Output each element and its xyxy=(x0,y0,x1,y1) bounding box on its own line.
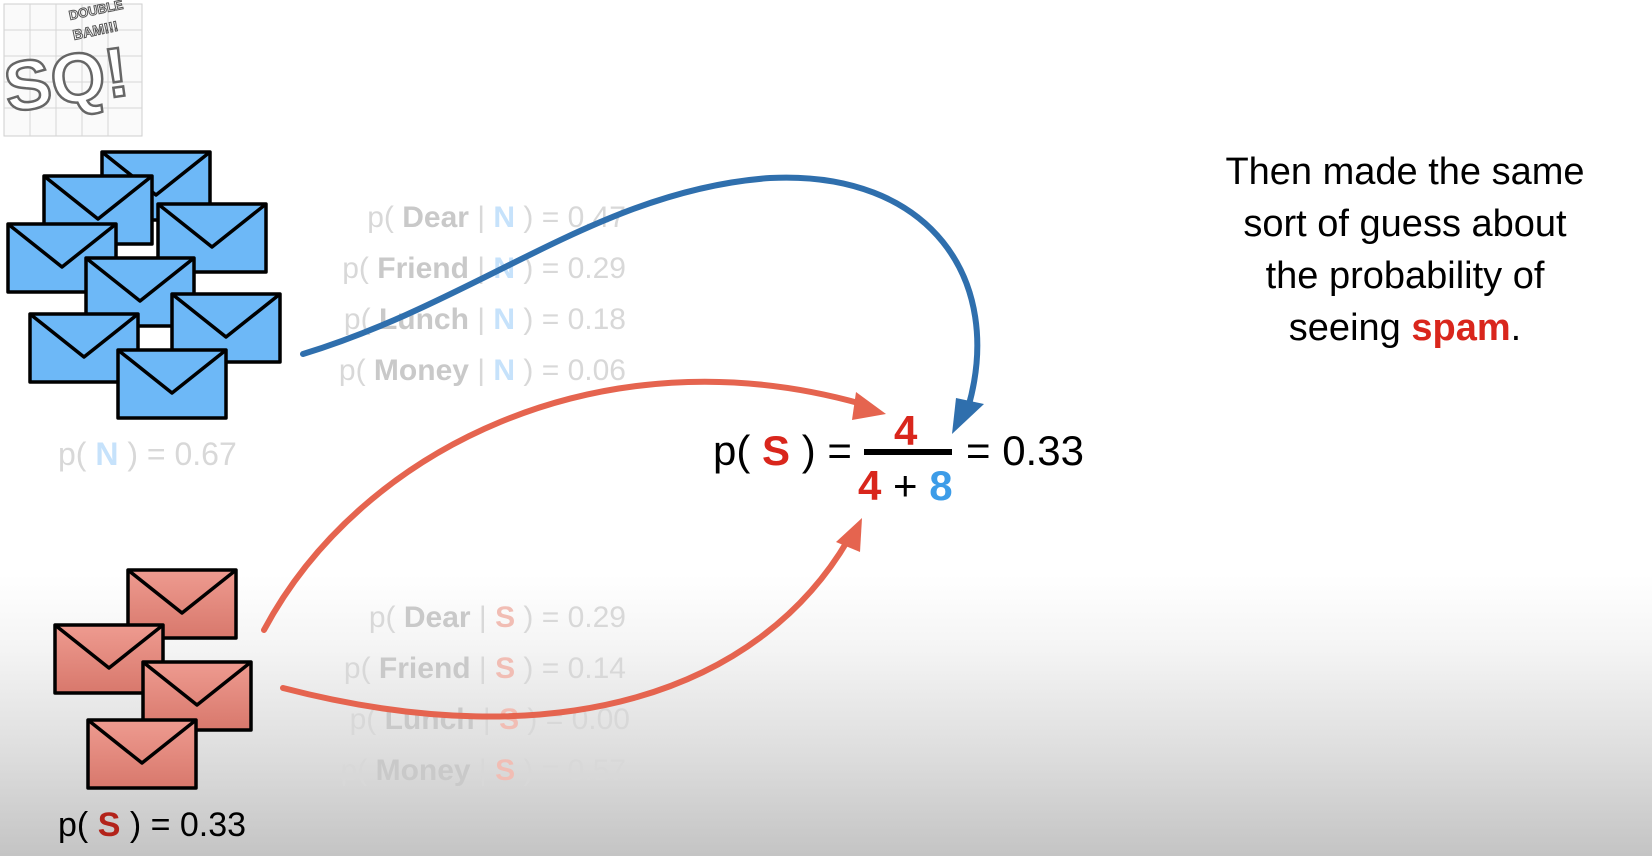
denominator-normal-count: 8 xyxy=(929,462,953,509)
likelihood-given: S xyxy=(495,754,516,787)
normal-likelihood-1: p( Friend | N ) = 0.29 xyxy=(342,252,626,285)
caption-line: sort of guess about xyxy=(1243,203,1567,245)
likelihood-given: S xyxy=(495,652,516,685)
likelihood-word: Dear xyxy=(402,201,469,234)
likelihood-prefix: p( xyxy=(343,652,379,685)
prior-spam: p( S ) = 0.33 xyxy=(58,808,246,842)
likelihood-value: ) = 0.47 xyxy=(523,201,626,234)
normal-likelihood-0: p( Dear | N ) = 0.47 xyxy=(367,201,626,234)
likelihood-prefix: p( xyxy=(368,601,404,634)
caption-line: seeing spam. xyxy=(1180,302,1630,354)
prior-suffix: ) = 0.67 xyxy=(118,436,237,472)
likelihood-word: Lunch xyxy=(378,303,469,336)
caption-line: the probability of xyxy=(1265,255,1545,297)
likelihood-prefix: p( xyxy=(349,703,385,736)
caption-spam-word: spam xyxy=(1411,307,1511,349)
likelihood-word: Lunch xyxy=(384,703,475,736)
caption-text: Then made the same sort of guess about t… xyxy=(1180,146,1630,354)
equation-lhs: p( S ) = xyxy=(713,430,852,472)
normal-likelihood-2: p( Lunch | N ) = 0.18 xyxy=(343,303,626,336)
statquest-logo: DOUBLE BAM!!! SQ! xyxy=(0,0,143,137)
prior-prefix: p( xyxy=(58,436,96,472)
envelope-icon xyxy=(116,348,228,420)
likelihood-value: ) = 0.14 xyxy=(523,652,626,685)
envelope-icon xyxy=(86,718,198,790)
likelihood-prefix: p( xyxy=(342,252,378,285)
numerator-value: 4 xyxy=(894,407,918,454)
equation-numerator: 4 xyxy=(894,410,917,452)
likelihood-given: N xyxy=(493,303,516,336)
likelihood-value: ) = 0.57 xyxy=(523,754,626,787)
spam-likelihood-2: p( Lunch | S ) = 0.00 xyxy=(349,703,630,736)
prior-normal: p( N ) = 0.67 xyxy=(58,438,237,470)
likelihood-given: N xyxy=(493,354,516,387)
likelihood-value: ) = 0.18 xyxy=(523,303,626,336)
likelihood-value: ) = 0.29 xyxy=(523,252,626,285)
prior-suffix: ) = 0.33 xyxy=(120,806,247,844)
denominator-plus: + xyxy=(881,462,930,509)
likelihood-word: Friend xyxy=(377,252,469,285)
likelihood-prefix: p( xyxy=(338,354,374,387)
likelihood-given: N xyxy=(493,252,516,285)
likelihood-value: ) = 0.29 xyxy=(523,601,626,634)
likelihood-value: ) = 0.06 xyxy=(523,354,626,387)
spam-likelihood-0: p( Dear | S ) = 0.29 xyxy=(368,601,626,634)
likelihood-given: S xyxy=(495,601,516,634)
likelihood-prefix: p( xyxy=(367,201,403,234)
caption-line: Then made the same xyxy=(1225,151,1585,193)
likelihood-value: ) = 0.00 xyxy=(527,703,630,736)
caption-seeing: seeing xyxy=(1288,307,1412,349)
fraction-bar xyxy=(864,449,952,455)
prior-class: S xyxy=(97,806,121,844)
likelihood-given: N xyxy=(493,201,516,234)
result-value: = 0.33 xyxy=(966,427,1084,474)
caption-period: . xyxy=(1510,307,1522,349)
normal-likelihood-3: p( Money | N ) = 0.06 xyxy=(338,354,626,387)
prior-class: N xyxy=(95,436,119,472)
likelihood-prefix: p( xyxy=(340,754,376,787)
likelihood-word: Money xyxy=(375,754,471,787)
spam-likelihood-3: p( Money | S ) = 0.57 xyxy=(340,754,626,787)
logo-letters: SQ! xyxy=(0,32,133,127)
equation-prefix: p( xyxy=(713,427,763,474)
spam-envelope-stack xyxy=(53,568,253,790)
equation-class: S xyxy=(762,427,791,474)
likelihood-given: S xyxy=(499,703,520,736)
prior-prefix: p( xyxy=(58,806,98,844)
denominator-spam-count: 4 xyxy=(858,462,882,509)
likelihood-word: Dear xyxy=(403,601,471,634)
equation-denominator: 4 + 8 xyxy=(858,465,953,507)
equation-suffix: ) = xyxy=(790,427,852,474)
likelihood-word: Money xyxy=(373,354,469,387)
envelope-icon xyxy=(28,312,140,384)
normal-envelope-stack xyxy=(6,150,282,420)
equation-result: = 0.33 xyxy=(966,430,1084,472)
spam-likelihood-1: p( Friend | S ) = 0.14 xyxy=(343,652,626,685)
likelihood-word: Friend xyxy=(378,652,471,685)
likelihood-prefix: p( xyxy=(343,303,379,336)
